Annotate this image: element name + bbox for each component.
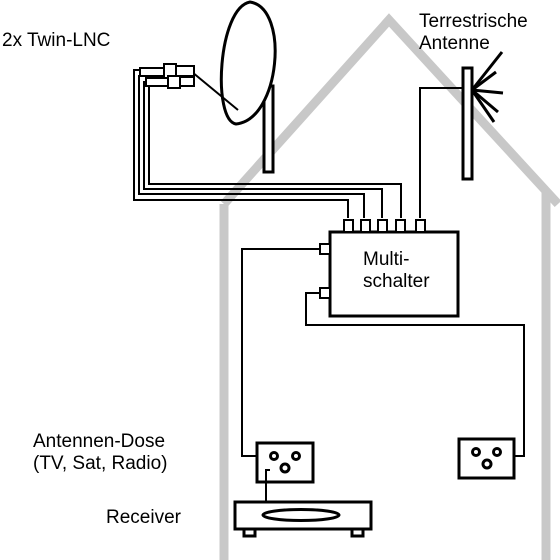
multiswitch-label-line2: schalter bbox=[363, 271, 430, 292]
multiswitch-icon bbox=[319, 219, 460, 318]
lnc-icon bbox=[139, 63, 195, 89]
multiswitch-body bbox=[328, 230, 460, 318]
multiswitch-label: Multi- schalter bbox=[363, 249, 430, 293]
terrestrial-antenna-icon bbox=[461, 51, 504, 181]
house-roof bbox=[220, 13, 560, 208]
cable-to-right-socket bbox=[305, 292, 525, 457]
dish-arm bbox=[191, 71, 239, 111]
multiswitch-label-line1: Multi- bbox=[363, 249, 410, 270]
cable-to-left-socket bbox=[241, 248, 320, 457]
terrestrial-antenna-label: Terrestrische Antenne bbox=[419, 11, 528, 55]
terrestrial-antenna-label-line1: Terrestrische bbox=[419, 11, 528, 32]
antenna-socket-label: Antennen-Dose (TV, Sat, Radio) bbox=[33, 431, 167, 475]
receiver-icon bbox=[233, 500, 373, 538]
lnc-cables bbox=[133, 69, 402, 218]
terrestrial-cable bbox=[419, 87, 463, 218]
lnc-label: 2x Twin-LNC bbox=[2, 30, 111, 51]
antenna-socket-icon bbox=[457, 437, 516, 480]
antenna-socket-label-line1: Antennen-Dose bbox=[33, 431, 166, 452]
terrestrial-antenna-label-line2: Antenne bbox=[419, 33, 490, 54]
satellite-dish-icon bbox=[191, 0, 277, 174]
house-outline bbox=[219, 13, 560, 560]
receiver-cable bbox=[265, 469, 270, 502]
receiver-label: Receiver bbox=[106, 507, 181, 528]
antenna-socket-label-line2: (TV, Sat, Radio) bbox=[33, 453, 168, 474]
antenna-mast bbox=[461, 66, 474, 181]
dish-reflector bbox=[219, 0, 277, 126]
